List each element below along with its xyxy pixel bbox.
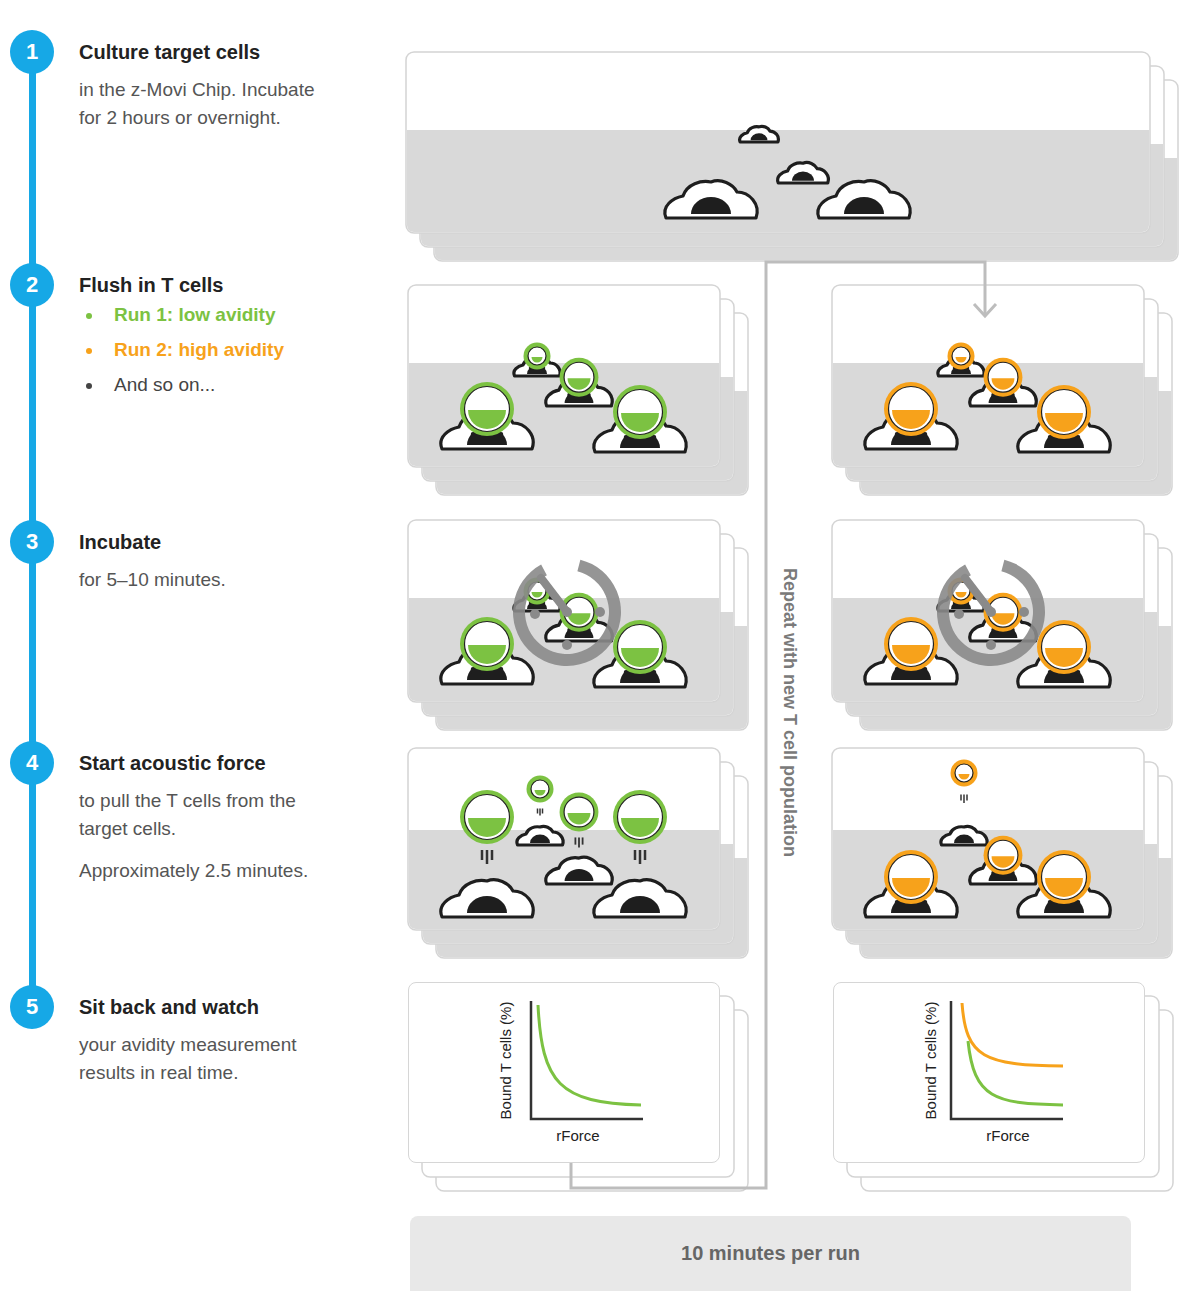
step-number: 5	[10, 985, 54, 1029]
timeline-connector	[29, 131, 36, 285]
bullet-dot	[86, 313, 92, 319]
run-label: And so on...	[114, 374, 215, 395]
step-item: 2 Flush in T cellsRun 1: low avidityRun 2…	[10, 263, 340, 402]
y-axis-label: Bound T cells (%)	[498, 1001, 515, 1119]
chip-panel	[832, 520, 1144, 702]
chart-panel: Bound T cells (%) rForce	[833, 982, 1145, 1163]
t-cell	[613, 385, 667, 442]
step-heading: Start acoustic force	[79, 751, 340, 775]
chart-panel: Bound T cells (%) rForce	[408, 982, 720, 1163]
run-bullet: Run 2: high avidity	[86, 332, 340, 367]
step-number: 3	[10, 520, 54, 564]
t-cell	[951, 760, 978, 787]
step-heading: Incubate	[79, 530, 340, 554]
t-cell	[460, 617, 514, 674]
motion-lines	[482, 850, 492, 864]
step-description: Approximately 2.5 minutes.	[79, 857, 319, 885]
step-heading: Sit back and watch	[79, 995, 340, 1019]
t-cell	[1037, 620, 1091, 677]
run-label: Run 2: high avidity	[114, 339, 284, 360]
bullet-dot	[86, 348, 92, 354]
t-cell	[884, 850, 938, 907]
timeline-connector	[29, 593, 36, 763]
t-cell	[527, 776, 554, 803]
t-cell	[613, 620, 667, 677]
run-bullet: Run 1: low avidity	[86, 297, 340, 332]
t-cell	[948, 343, 975, 373]
duration-bar: 10 minutes per run	[410, 1216, 1131, 1291]
target-cell	[441, 880, 533, 917]
t-cell	[460, 382, 514, 439]
step-item: 5 Sit back and watch your avidity measurem…	[10, 985, 340, 1087]
t-cell	[560, 593, 599, 635]
t-cell	[1037, 385, 1091, 442]
chip-panel	[408, 748, 720, 930]
step-description: your avidity measurement results in real…	[79, 1031, 319, 1087]
step-heading: Flush in T cells	[79, 273, 340, 297]
motion-lines	[961, 795, 967, 803]
t-cell	[984, 593, 1023, 635]
step-item: 1 Culture target cells in the z-Movi Chip.…	[10, 30, 340, 132]
chip-panel	[832, 748, 1144, 930]
loop-label: Repeat with new T cell population	[780, 567, 801, 856]
target-cell	[665, 181, 757, 218]
timer-icon	[937, 560, 1045, 666]
t-cell	[613, 790, 667, 844]
step-description: for 5–10 minutes.	[79, 566, 319, 594]
motion-lines	[575, 837, 582, 847]
x-axis-label: rForce	[556, 1127, 599, 1144]
step-item: 4 Start acoustic force to pull the T cells…	[10, 741, 340, 885]
step-description: to pull the T cells from the target cell…	[79, 787, 319, 843]
step-number: 1	[10, 30, 54, 74]
motion-lines	[635, 850, 645, 864]
duration-text: 10 minutes per run	[681, 1242, 860, 1265]
x-axis-label: rForce	[986, 1127, 1029, 1144]
y-axis-label: Bound T cells (%)	[923, 1001, 940, 1119]
t-cell	[1037, 850, 1091, 907]
step-heading: Culture target cells	[79, 40, 340, 64]
chip-panel	[408, 520, 720, 702]
chip-panel	[406, 52, 1150, 233]
timer-icon	[513, 560, 621, 666]
step-description: in the z-Movi Chip. Incubate for 2 hours…	[79, 76, 319, 132]
t-cell	[460, 790, 514, 844]
t-cell	[884, 382, 938, 439]
chip-panel	[408, 285, 720, 467]
target-cell	[818, 181, 910, 218]
target-cell	[740, 126, 779, 142]
step-item: 3 Incubate for 5–10 minutes.	[10, 520, 340, 594]
t-cell	[560, 358, 599, 400]
t-cell	[560, 793, 599, 832]
run-label: Run 1: low avidity	[114, 304, 276, 325]
t-cell	[984, 836, 1023, 878]
step-number: 2	[10, 263, 54, 307]
run-bullet: And so on...	[86, 367, 340, 402]
t-cell	[524, 343, 551, 373]
t-cell	[984, 358, 1023, 400]
target-cell	[546, 857, 612, 884]
t-cell	[884, 617, 938, 674]
target-cell	[594, 880, 686, 917]
target-cell	[941, 826, 987, 845]
target-cell	[517, 826, 563, 845]
bullet-dot	[86, 383, 92, 389]
motion-lines	[538, 809, 543, 816]
step-number: 4	[10, 741, 54, 785]
target-cell	[778, 162, 829, 183]
chip-panel	[832, 285, 1144, 467]
